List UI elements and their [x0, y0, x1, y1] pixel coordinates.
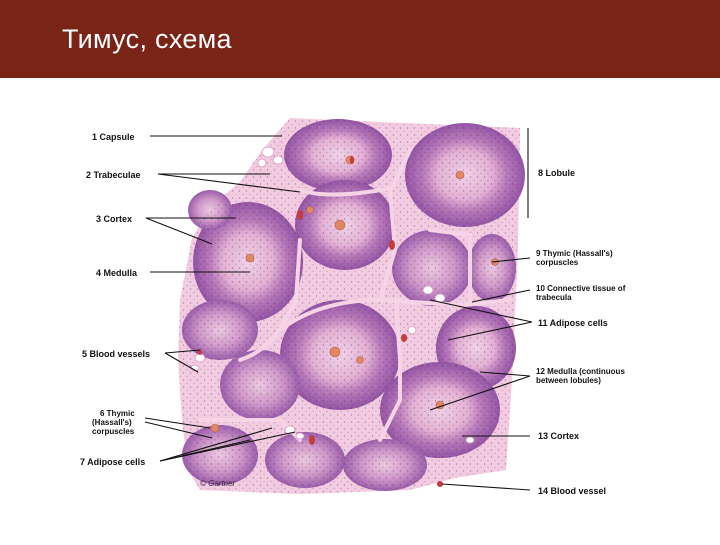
label-trabeculae: 2 Trabeculae — [86, 170, 141, 180]
thymus-micrograph: 1 Capsule 2 Trabeculae 3 Cortex 4 Medull… — [80, 118, 626, 496]
slide-header: Тимус, схема — [0, 0, 720, 78]
label-medulla-12-line2: between lobules) — [536, 376, 601, 385]
leader-lines-left — [144, 135, 301, 462]
cell-texture — [178, 118, 520, 494]
label-medulla-12-line1: 12 Medulla (continuous — [536, 367, 625, 376]
label-cortex-13: 13 Cortex — [538, 431, 579, 441]
label-blood-vessels: 5 Blood vessels — [82, 349, 150, 359]
label-lobule: 8 Lobule — [538, 168, 575, 178]
label-thymic-corpuscles-6-line3: corpuscles — [92, 427, 135, 436]
label-capsule: 1 Capsule — [92, 132, 135, 142]
label-connective-tissue-line1: 10 Connective tissue of — [536, 284, 626, 293]
label-adipose-cells-11: 11 Adipose cells — [538, 318, 608, 328]
thymus-diagram: 1 Capsule 2 Trabeculae 3 Cortex 4 Medull… — [0, 78, 720, 540]
blood-vessels — [198, 156, 443, 487]
leader-lines-right — [429, 257, 533, 491]
trabecular-septa — [198, 148, 512, 442]
label-thymic-corpuscle-9-line1: 9 Thymic (Hassall's) — [536, 249, 613, 258]
label-thymic-corpuscles-6-line1: 6 Thymic — [100, 409, 135, 418]
label-thymic-corpuscles-6-line2: (Hassall's) — [92, 418, 132, 427]
label-cortex: 3 Cortex — [96, 214, 132, 224]
slide-title: Тимус, схема — [62, 24, 232, 54]
label-connective-tissue-line2: trabecula — [536, 293, 572, 302]
adipose-cells — [190, 146, 475, 444]
label-medulla: 4 Medulla — [96, 268, 138, 278]
label-thymic-corpuscle-9-line2: corpuscles — [536, 258, 579, 267]
label-blood-vessel-14: 14 Blood vessel — [538, 486, 606, 496]
image-credit: © Gartner — [200, 479, 236, 488]
label-adipose-cells-7: 7 Adipose cells — [80, 457, 145, 467]
